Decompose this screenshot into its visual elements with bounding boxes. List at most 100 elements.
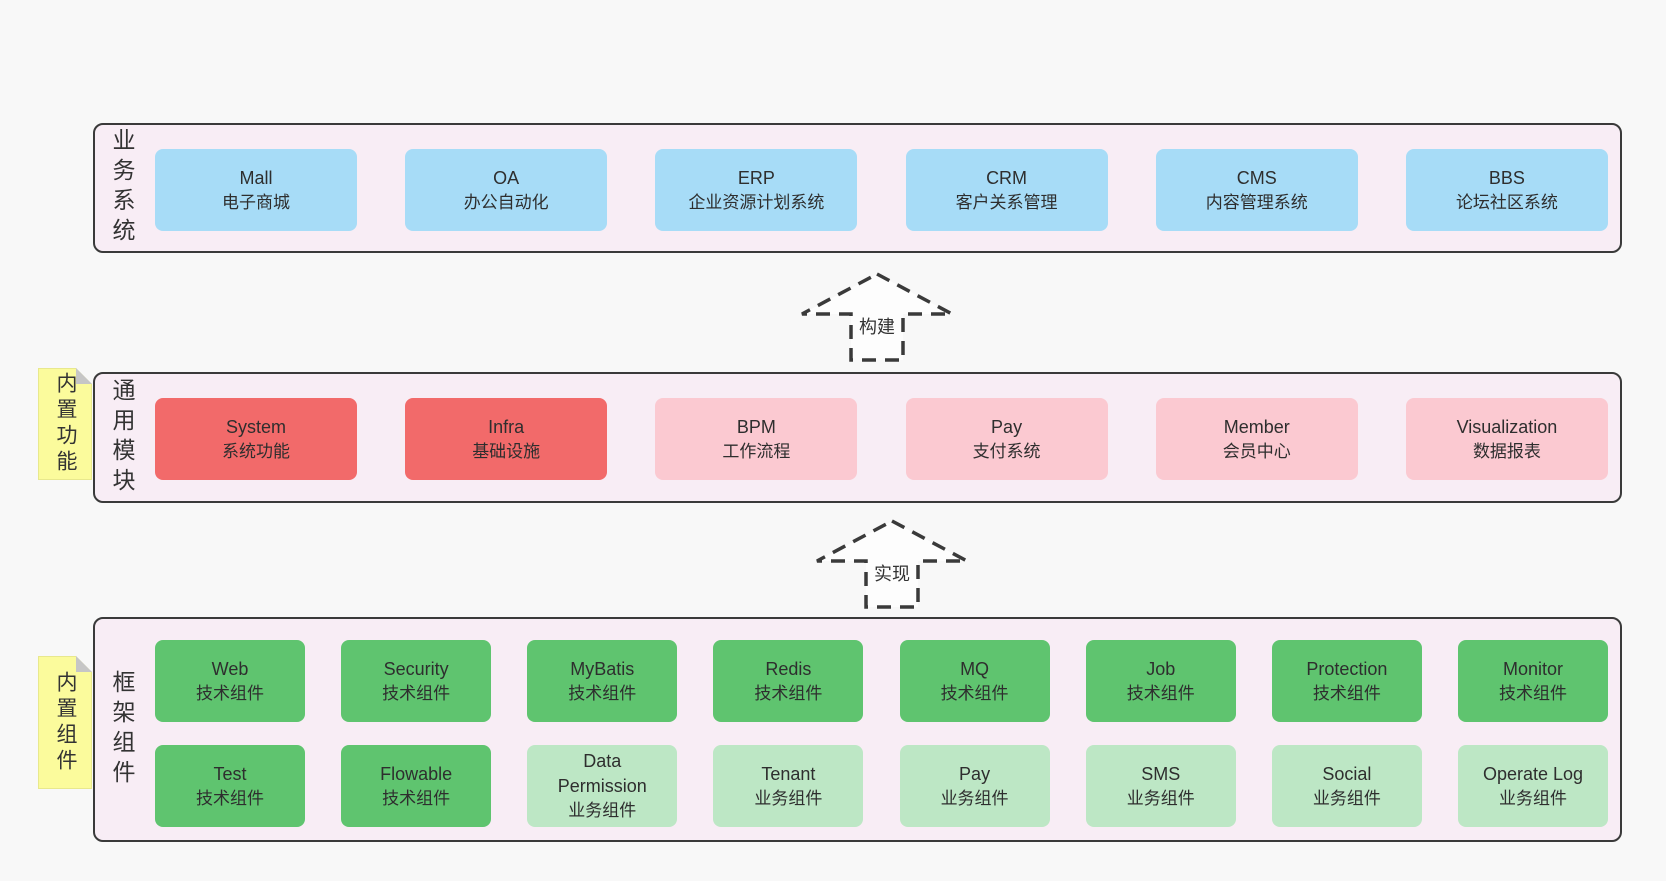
box-title: Redis xyxy=(765,658,812,679)
box-cms: CMS 内容管理系统 xyxy=(1155,149,1358,231)
box-subtitle: 客户关系管理 xyxy=(955,192,1058,212)
sticky-note-builtin-features: 内置功能 xyxy=(38,368,92,480)
box-redis: Redis 技术组件 xyxy=(713,640,864,722)
box-subtitle: 技术组件 xyxy=(382,788,451,808)
box-title: Pay xyxy=(991,416,1023,437)
box-subtitle: 支付系统 xyxy=(972,441,1041,461)
box-security: Security 技术组件 xyxy=(341,640,492,722)
box-protection: Protection 技术组件 xyxy=(1271,640,1422,722)
sticky-note-builtin-components: 内置组件 xyxy=(38,656,92,789)
band-common-modules-row: System 系统功能 Infra 基础设施 BPM 工作流程 Pay 支付系统… xyxy=(155,398,1608,480)
box-member: Member 会员中心 xyxy=(1155,398,1358,480)
box-oa: OA 办公自动化 xyxy=(405,149,608,231)
box-operate-log: Operate Log 业务组件 xyxy=(1457,745,1608,827)
box-subtitle: 技术组件 xyxy=(940,683,1009,703)
band-common-modules: 通用模块 System 系统功能 Infra 基础设施 BPM 工作流程 Pay… xyxy=(93,372,1622,503)
box-title: BPM xyxy=(736,416,776,437)
box-subtitle: 系统功能 xyxy=(222,441,290,461)
arrow-implement: 实现 xyxy=(812,518,972,610)
framework-components-row-1: Web 技术组件 Security 技术组件 MyBatis 技术组件 Redi… xyxy=(155,640,1608,722)
box-title: ERP xyxy=(737,167,775,188)
box-sms: SMS 业务组件 xyxy=(1085,745,1236,827)
box-title: System xyxy=(225,416,286,437)
arrow-build: 构建 xyxy=(797,271,957,363)
box-subtitle: 业务组件 xyxy=(754,788,823,808)
arrow-build-label: 构建 xyxy=(855,313,899,339)
framework-components-row-2: Test 技术组件 Flowable 技术组件 Data Permission … xyxy=(155,745,1608,827)
box-subtitle: 办公自动化 xyxy=(463,192,549,212)
box-subtitle: 技术组件 xyxy=(1312,683,1381,703)
box-test: Test 技术组件 xyxy=(155,745,305,827)
box-web: Web 技术组件 xyxy=(155,640,305,722)
box-title: Flowable xyxy=(380,763,453,784)
box-subtitle: 基础设施 xyxy=(472,441,541,461)
box-mybatis: MyBatis 技术组件 xyxy=(527,640,678,722)
box-title: Social xyxy=(1322,763,1372,784)
box-title: MyBatis xyxy=(570,658,635,679)
box-subtitle: 技术组件 xyxy=(1126,683,1195,703)
box-subtitle: 技术组件 xyxy=(196,788,264,808)
box-tenant: Tenant 业务组件 xyxy=(713,745,864,827)
box-title: Pay xyxy=(959,763,991,784)
box-title: Data Permission xyxy=(557,751,647,797)
box-subtitle: 技术组件 xyxy=(382,683,451,703)
box-title: Job xyxy=(1146,658,1176,679)
box-title: Web xyxy=(211,658,249,679)
box-subtitle: 业务组件 xyxy=(940,788,1009,808)
box-system: System 系统功能 xyxy=(155,398,357,480)
box-monitor: Monitor 技术组件 xyxy=(1457,640,1608,722)
box-subtitle: 电子商城 xyxy=(222,192,290,212)
box-pay-component: Pay 业务组件 xyxy=(899,745,1050,827)
box-subtitle: 数据报表 xyxy=(1472,441,1541,461)
box-title: Monitor xyxy=(1502,658,1563,679)
box-bpm: BPM 工作流程 xyxy=(655,398,858,480)
box-subtitle: 技术组件 xyxy=(196,683,264,703)
box-title: CRM xyxy=(986,167,1028,188)
box-title: OA xyxy=(493,167,520,188)
box-title: Member xyxy=(1223,416,1290,437)
box-title: Test xyxy=(213,763,247,784)
box-title: Security xyxy=(383,658,449,679)
box-crm: CRM 客户关系管理 xyxy=(905,149,1108,231)
box-subtitle: 技术组件 xyxy=(754,683,823,703)
sticky-note-text: 内置组件 xyxy=(54,670,77,775)
box-subtitle: 业务组件 xyxy=(1498,788,1567,808)
box-mq: MQ 技术组件 xyxy=(899,640,1050,722)
box-job: Job 技术组件 xyxy=(1085,640,1236,722)
box-subtitle: 工作流程 xyxy=(722,441,791,461)
box-mall: Mall 电子商城 xyxy=(155,149,357,231)
box-subtitle: 企业资源计划系统 xyxy=(688,192,825,212)
box-subtitle: 会员中心 xyxy=(1222,441,1291,461)
box-pay-system: Pay 支付系统 xyxy=(905,398,1108,480)
band-framework-components: 框架组件 Web 技术组件 Security 技术组件 MyBatis 技术组件… xyxy=(93,617,1622,842)
box-title: Protection xyxy=(1306,658,1388,679)
arrow-implement-label: 实现 xyxy=(870,560,914,586)
box-visualization: Visualization 数据报表 xyxy=(1405,398,1608,480)
box-social: Social 业务组件 xyxy=(1271,745,1422,827)
box-subtitle: 技术组件 xyxy=(1498,683,1567,703)
box-flowable: Flowable 技术组件 xyxy=(341,745,492,827)
box-title: SMS xyxy=(1141,763,1181,784)
box-subtitle: 论坛社区系统 xyxy=(1455,192,1558,212)
box-subtitle: 业务组件 xyxy=(1126,788,1195,808)
box-erp: ERP 企业资源计划系统 xyxy=(655,149,858,231)
box-title: CMS xyxy=(1236,167,1277,188)
box-title: BBS xyxy=(1488,167,1525,188)
band-business-systems-label: 业务系统 xyxy=(109,128,135,248)
box-bbs: BBS 论坛社区系统 xyxy=(1405,149,1608,231)
box-subtitle: 内容管理系统 xyxy=(1205,192,1308,212)
band-framework-components-label: 框架组件 xyxy=(109,669,135,790)
box-title: Infra xyxy=(488,416,525,437)
box-subtitle: 技术组件 xyxy=(568,683,637,703)
box-data-permission: Data Permission 业务组件 xyxy=(527,745,678,827)
sticky-note-text: 内置功能 xyxy=(54,372,77,476)
box-title: MQ xyxy=(960,658,990,679)
band-business-systems-row: Mall 电子商城 OA 办公自动化 ERP 企业资源计划系统 CRM 客户关系… xyxy=(155,149,1608,231)
box-infra: Infra 基础设施 xyxy=(405,398,608,480)
box-title: Tenant xyxy=(761,763,816,784)
band-common-modules-label: 通用模块 xyxy=(109,377,135,498)
box-title: Operate Log xyxy=(1482,763,1584,784)
band-business-systems: 业务系统 Mall 电子商城 OA 办公自动化 ERP 企业资源计划系统 CRM… xyxy=(93,123,1622,253)
box-subtitle: 业务组件 xyxy=(568,801,637,821)
